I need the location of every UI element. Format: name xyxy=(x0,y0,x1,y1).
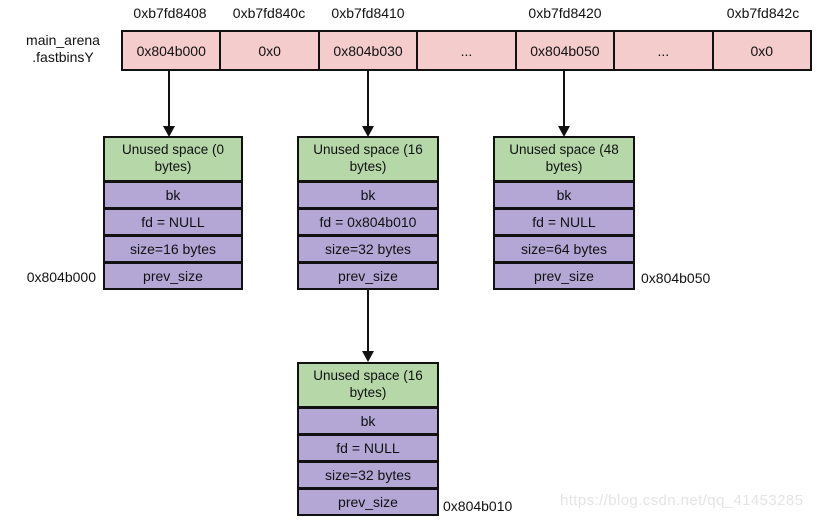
fastbin-cell-1: 0x0 xyxy=(219,32,318,69)
chunk-unused-space: Unused space (0 bytes) xyxy=(103,136,243,182)
chunk-unused-space: Unused space (16 bytes) xyxy=(297,362,439,408)
chunk-field-bk: bk xyxy=(297,181,439,209)
chunk-field-size: size=32 bytes xyxy=(297,461,439,489)
chunk-0x804b050: Unused space (48 bytes) bk fd = NULL siz… xyxy=(493,136,635,290)
chunk-field-size: size=16 bytes xyxy=(103,235,243,263)
chunk-field-fd: fd = NULL xyxy=(297,434,439,462)
arena-label-line1: main_arena xyxy=(26,32,100,48)
chunk-field-fd: fd = NULL xyxy=(493,208,635,236)
csdn-watermark: https://blog.csdn.net/qq_41453285 xyxy=(560,492,804,509)
arena-label-line2: .fastbinsY xyxy=(32,49,94,65)
chunk-0x804b030: Unused space (16 bytes) bk fd = 0x804b01… xyxy=(297,136,439,290)
arena-fastbins-label: main_arena .fastbinsY xyxy=(14,32,112,66)
chunk-unused-space: Unused space (48 bytes) xyxy=(493,136,635,182)
array-address-3: 0xb7fd8420 xyxy=(528,5,602,21)
fastbin-cell-0: 0x804b000 xyxy=(123,32,220,69)
fastbins-array: 0x804b000 0x0 0x804b030 ... 0x804b050 ..… xyxy=(121,30,812,71)
fastbin-cell-3: ... xyxy=(416,32,515,69)
fastbin-cell-2: 0x804b030 xyxy=(317,32,417,69)
array-address-0: 0xb7fd8408 xyxy=(133,5,207,21)
array-address-4: 0xb7fd842c xyxy=(726,5,800,21)
chunk-field-prev-size: prev_size xyxy=(103,262,243,290)
chunk-field-fd: fd = NULL xyxy=(103,208,243,236)
fastbin-cell-6: 0x0 xyxy=(711,32,810,69)
chunk-field-fd: fd = 0x804b010 xyxy=(297,208,439,236)
fastbin-cell-5: ... xyxy=(613,32,712,69)
chunk-field-bk: bk xyxy=(493,181,635,209)
chunk-0x804b010: Unused space (16 bytes) bk fd = NULL siz… xyxy=(297,362,439,516)
chunk-field-size: size=64 bytes xyxy=(493,235,635,263)
chunk-field-prev-size: prev_size xyxy=(297,488,439,516)
chunk-address-label-0x804b000: 0x804b000 xyxy=(26,269,96,285)
chunk-unused-space: Unused space (16 bytes) xyxy=(297,136,439,182)
chunk-0x804b000: Unused space (0 bytes) bk fd = NULL size… xyxy=(103,136,243,290)
chunk-address-label-0x804b050: 0x804b050 xyxy=(641,270,711,286)
chunk-address-label-0x804b010: 0x804b010 xyxy=(443,498,513,514)
arrowhead-fd xyxy=(362,351,374,362)
array-address-2: 0xb7fd8410 xyxy=(331,5,405,21)
fastbin-cell-4: 0x804b050 xyxy=(514,32,614,69)
chunk-field-prev-size: prev_size xyxy=(297,262,439,290)
chunk-field-bk: bk xyxy=(297,407,439,435)
array-address-1: 0xb7fd840c xyxy=(232,5,306,21)
chunk-field-bk: bk xyxy=(103,181,243,209)
chunk-field-size: size=32 bytes xyxy=(297,235,439,263)
chunk-field-prev-size: prev_size xyxy=(493,262,635,290)
